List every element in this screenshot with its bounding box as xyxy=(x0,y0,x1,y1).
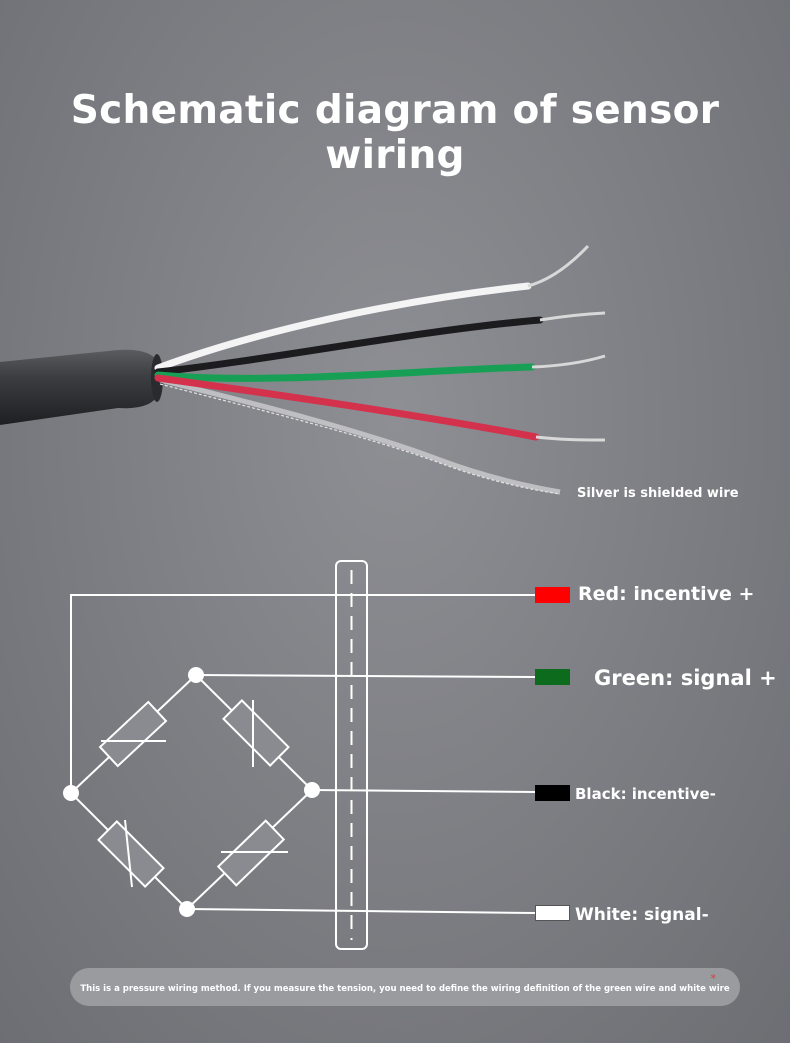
label-black: Black: incentive- xyxy=(575,785,716,803)
node-left xyxy=(63,785,79,801)
cable-photo xyxy=(0,244,606,495)
white-swatch xyxy=(535,905,570,921)
resistor-top-left xyxy=(98,700,168,768)
resistor-top-right xyxy=(222,699,290,767)
black-swatch xyxy=(535,785,570,801)
shield-wire-label: Silver is shielded wire xyxy=(577,486,739,501)
wire-line-white xyxy=(186,908,536,914)
node-bottom xyxy=(179,901,195,917)
page-title: Schematic diagram of sensor wiring xyxy=(70,88,720,178)
label-white: White: signal- xyxy=(575,905,709,925)
red-swatch xyxy=(535,587,570,603)
green-swatch xyxy=(535,669,570,685)
green-wire xyxy=(154,363,536,382)
resistor-bottom-left xyxy=(97,820,165,888)
node-right xyxy=(304,782,320,798)
shield-wire xyxy=(159,377,561,495)
black-wire xyxy=(154,316,544,376)
label-red: Red: incentive + xyxy=(578,583,755,605)
wire-line-black xyxy=(311,789,536,793)
label-green: Green: signal + xyxy=(594,666,777,690)
wire-line-red xyxy=(70,594,535,793)
node-top xyxy=(188,667,204,683)
red-wire xyxy=(154,374,540,441)
note-asterisk: * xyxy=(710,972,717,985)
wire-line-green xyxy=(195,674,536,678)
bridge-schematic xyxy=(63,560,536,950)
white-wire xyxy=(154,282,532,372)
note-banner: This is a pressure wiring method. If you… xyxy=(70,968,740,1006)
note-text: This is a pressure wiring method. If you… xyxy=(80,984,730,994)
shield-bar xyxy=(335,560,368,950)
cable-jacket xyxy=(0,349,158,425)
